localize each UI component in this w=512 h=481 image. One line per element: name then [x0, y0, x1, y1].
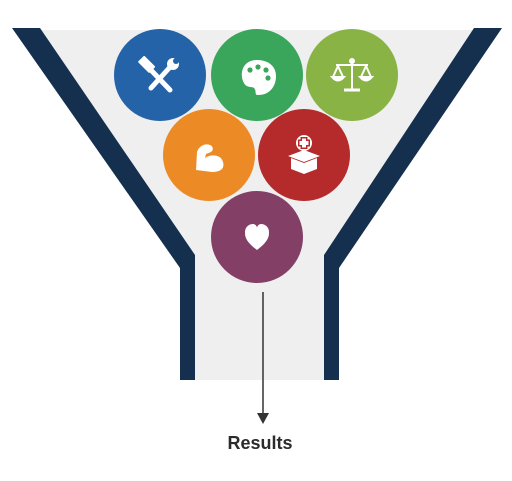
flexed-arm-icon — [196, 144, 224, 172]
results-label: Results — [227, 433, 293, 453]
results-arrow — [257, 292, 269, 424]
muscle-circle — [163, 109, 255, 201]
funnel-right-wall — [324, 28, 502, 380]
palette-circle — [211, 29, 303, 121]
scales-circle — [306, 29, 398, 121]
medical-box-circle — [258, 109, 350, 201]
heart-circle — [211, 191, 303, 283]
heart-icon — [245, 224, 269, 250]
palette-icon — [241, 60, 276, 95]
tools-circle — [114, 29, 206, 121]
medical-box-icon — [288, 135, 320, 174]
hammer-wrench-icon — [138, 55, 179, 93]
funnel-left-wall — [12, 28, 195, 380]
balance-scale-icon — [329, 58, 375, 92]
